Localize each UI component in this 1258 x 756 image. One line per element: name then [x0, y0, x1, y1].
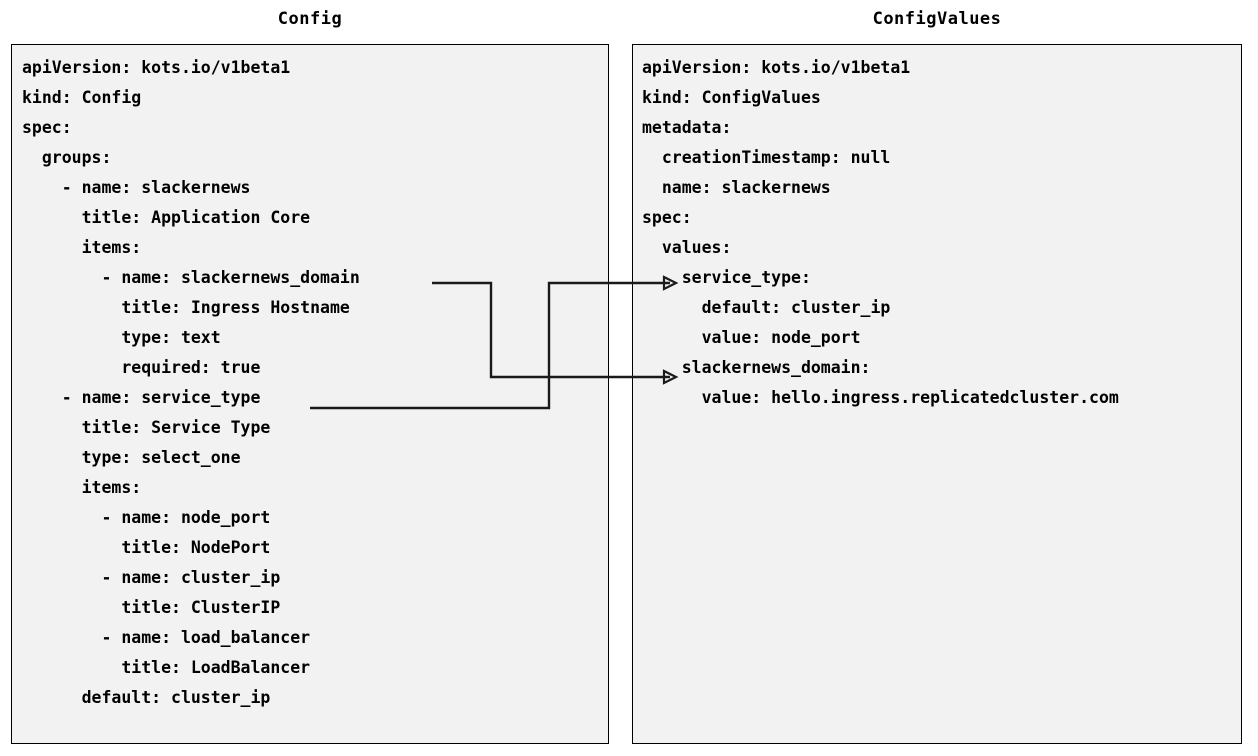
panel-title-configvalues: ConfigValues — [872, 9, 1002, 29]
config-panel: apiVersion: kots.io/v1beta1 kind: Config… — [11, 44, 609, 744]
configvalues-yaml-code: apiVersion: kots.io/v1beta1 kind: Config… — [642, 58, 1119, 407]
panel-title-config: Config — [277, 9, 343, 29]
config-yaml-code: apiVersion: kots.io/v1beta1 kind: Config… — [22, 58, 360, 707]
configvalues-panel: apiVersion: kots.io/v1beta1 kind: Config… — [632, 44, 1242, 744]
